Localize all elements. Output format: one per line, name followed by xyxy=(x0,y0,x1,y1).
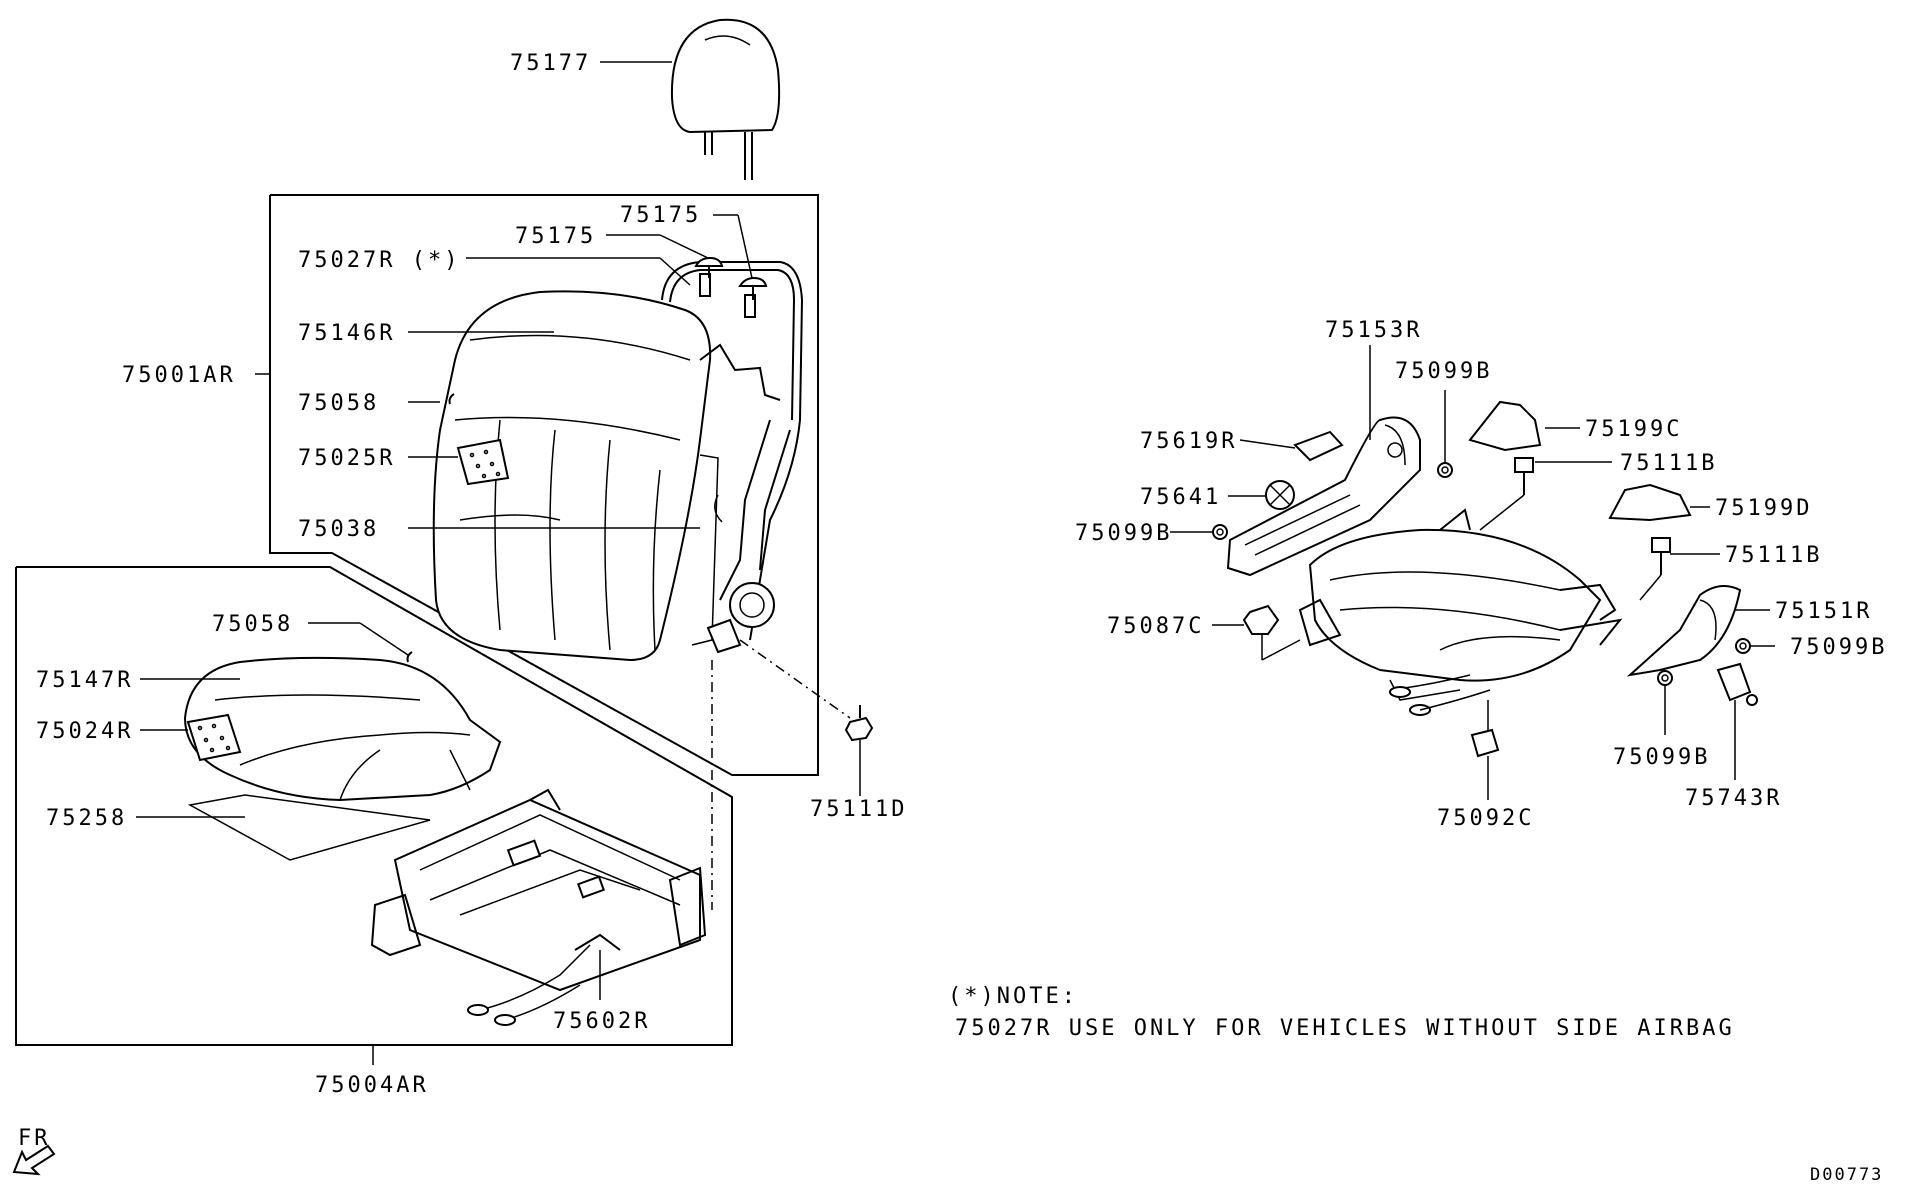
label-75058-back: 75058 xyxy=(298,391,379,416)
note-text: 75027R USE ONLY FOR VEHICLES WITHOUT SID… xyxy=(955,1016,1735,1041)
bracket-d xyxy=(1608,483,1692,522)
leader-lines xyxy=(136,61,1775,1065)
seatback-frame xyxy=(661,261,804,654)
screw-top-icon xyxy=(1437,462,1453,478)
label-75602r: 75602R xyxy=(553,1009,650,1034)
cushion-group-box xyxy=(15,566,733,1046)
bolt-b2-icon xyxy=(1651,537,1671,575)
label-75099b-top: 75099B xyxy=(1395,359,1492,384)
bracket-c xyxy=(1468,400,1542,452)
seat-adjuster-frame xyxy=(370,788,707,1026)
knob-clip xyxy=(1293,430,1344,462)
connector xyxy=(1470,728,1500,758)
label-75058-cushion: 75058 xyxy=(212,612,293,637)
label-75258: 75258 xyxy=(46,806,127,831)
back-wire xyxy=(691,454,719,646)
clip-left xyxy=(694,256,724,278)
label-75099b-right: 75099B xyxy=(1790,635,1887,660)
screw-right-icon xyxy=(1735,638,1751,654)
note-heading: (*)NOTE: xyxy=(948,984,1078,1009)
label-75641: 75641 xyxy=(1140,485,1221,510)
knob-icon xyxy=(1265,480,1295,510)
back-hog-ring-icon xyxy=(448,393,455,405)
cover-cap xyxy=(1716,662,1752,702)
inner-shield xyxy=(1226,416,1421,577)
right-seat-frame xyxy=(1298,508,1623,716)
label-75038: 75038 xyxy=(298,517,379,542)
label-75153r: 75153R xyxy=(1325,318,1422,343)
headrest xyxy=(670,18,781,180)
direction-label: FR xyxy=(18,1126,51,1151)
label-75111d: 75111D xyxy=(810,797,907,822)
cushion-sheet xyxy=(187,794,431,861)
label-75199c: 75199C xyxy=(1585,417,1682,442)
label-75151r: 75151R xyxy=(1775,599,1872,624)
label-75099b-left: 75099B xyxy=(1075,521,1172,546)
clip-right xyxy=(738,276,768,300)
front-arrow-icon xyxy=(12,1144,56,1176)
label-75146r: 75146R xyxy=(298,321,395,346)
cushion-hog-ring-icon xyxy=(406,651,413,663)
seatback-group-box xyxy=(269,194,819,776)
seatback xyxy=(432,290,712,662)
screw-left-icon xyxy=(1212,524,1228,540)
label-75175-left: 75175 xyxy=(515,224,596,249)
label-75001ar: 75001AR xyxy=(122,363,236,388)
back-bolt xyxy=(844,705,874,742)
label-75027r: 75027R (*) xyxy=(298,248,460,273)
label-75111b-2: 75111B xyxy=(1725,543,1822,568)
back-bolt-dashline xyxy=(739,639,851,719)
label-75092c: 75092C xyxy=(1437,806,1534,831)
label-75099b-bottom: 75099B xyxy=(1613,745,1710,770)
label-75024r: 75024R xyxy=(36,719,133,744)
label-75111b-1: 75111B xyxy=(1620,451,1717,476)
seat-cushion xyxy=(183,656,502,802)
label-75743r: 75743R xyxy=(1685,786,1782,811)
label-75177: 75177 xyxy=(510,51,591,76)
screw-bottom-icon xyxy=(1657,670,1673,686)
label-75147r: 75147R xyxy=(36,668,133,693)
label-75087c: 75087C xyxy=(1107,614,1204,639)
labels: 75177 75175 75175 75027R (*) 75146R 7500… xyxy=(18,51,1887,1185)
label-75175-right: 75175 xyxy=(620,203,701,228)
label-75004ar: 75004AR xyxy=(315,1073,429,1098)
outer-shield xyxy=(1626,585,1742,677)
label-75025r: 75025R xyxy=(298,446,395,471)
bolt-b1-icon xyxy=(1514,457,1534,495)
label-75199d: 75199D xyxy=(1715,496,1812,521)
label-75619r: 75619R xyxy=(1140,429,1237,454)
nut-icon xyxy=(1242,604,1280,635)
drawing-id: D00773 xyxy=(1810,1165,1883,1185)
